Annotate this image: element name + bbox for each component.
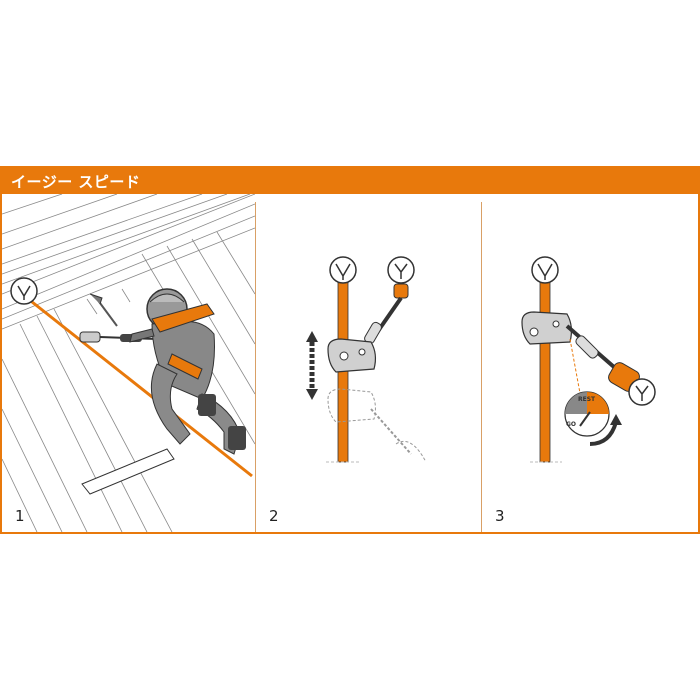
header-title: イージー スピード <box>11 173 141 191</box>
device-slide-illustration <box>306 256 427 463</box>
rest-label: REST <box>578 396 596 403</box>
panel-step-3: REST GO 3 <box>482 194 698 532</box>
step-number-3: 3 <box>495 507 505 525</box>
panel-step-1: 1 <box>2 194 255 532</box>
step-number-1: 1 <box>15 507 25 525</box>
roof-worker-illustration <box>2 194 255 532</box>
panel-divider-2 <box>481 202 482 532</box>
go-label: GO <box>566 421 576 428</box>
rest-go-illustration: REST GO <box>521 256 656 463</box>
header-bar: イージー スピード <box>0 166 700 194</box>
step-number-2: 2 <box>269 507 279 525</box>
panel-step-2: 2 <box>256 194 481 532</box>
panel-divider-1 <box>255 202 256 532</box>
